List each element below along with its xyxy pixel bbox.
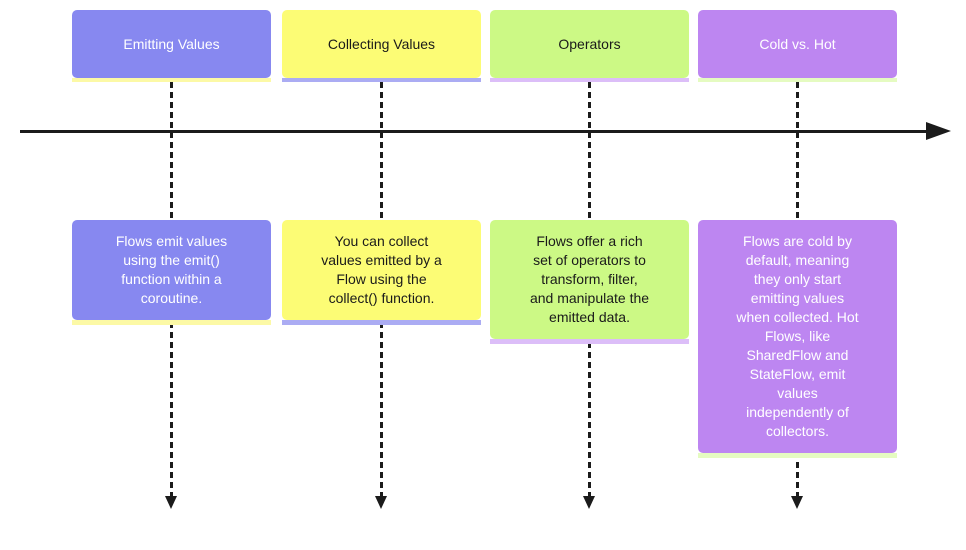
timeline-column-collecting-values: Collecting Values You can collect values… <box>282 0 481 550</box>
section-title: Emitting Values <box>123 36 220 52</box>
section-title: Collecting Values <box>327 36 436 52</box>
down-arrowhead-icon <box>165 496 177 509</box>
event-box: Flows are cold by default, meaning they … <box>698 220 897 458</box>
event-box: You can collect values emitted by a Flow… <box>282 220 481 325</box>
down-arrowhead-icon <box>583 496 595 509</box>
event-box: Flows offer a rich set of operators to t… <box>490 220 689 344</box>
timeline-column-cold-vs-hot: Cold vs. Hot Flows are cold by default, … <box>698 0 897 550</box>
section-header: Operators <box>490 10 689 82</box>
timeline-axis-arrowhead-icon <box>926 122 951 140</box>
event-description: You can collect values emitted by a Flow… <box>321 233 442 306</box>
section-header: Emitting Values <box>72 10 271 82</box>
event-description: Flows are cold by default, meaning they … <box>736 233 859 439</box>
timeline-column-emitting-values: Emitting Values Flows emit values using … <box>72 0 271 550</box>
event-description: Flows offer a rich set of operators to t… <box>529 233 650 325</box>
event-box: Flows emit values using the emit() funct… <box>72 220 271 325</box>
down-arrowhead-icon <box>375 496 387 509</box>
timeline-axis-line <box>20 130 927 133</box>
section-title: Cold vs. Hot <box>759 36 836 52</box>
down-arrowhead-icon <box>791 496 803 509</box>
timeline-column-operators: Operators Flows offer a rich set of oper… <box>490 0 689 550</box>
section-title: Operators <box>558 36 621 52</box>
section-header: Cold vs. Hot <box>698 10 897 82</box>
section-header: Collecting Values <box>282 10 481 82</box>
event-description: Flows emit values using the emit() funct… <box>115 233 228 306</box>
